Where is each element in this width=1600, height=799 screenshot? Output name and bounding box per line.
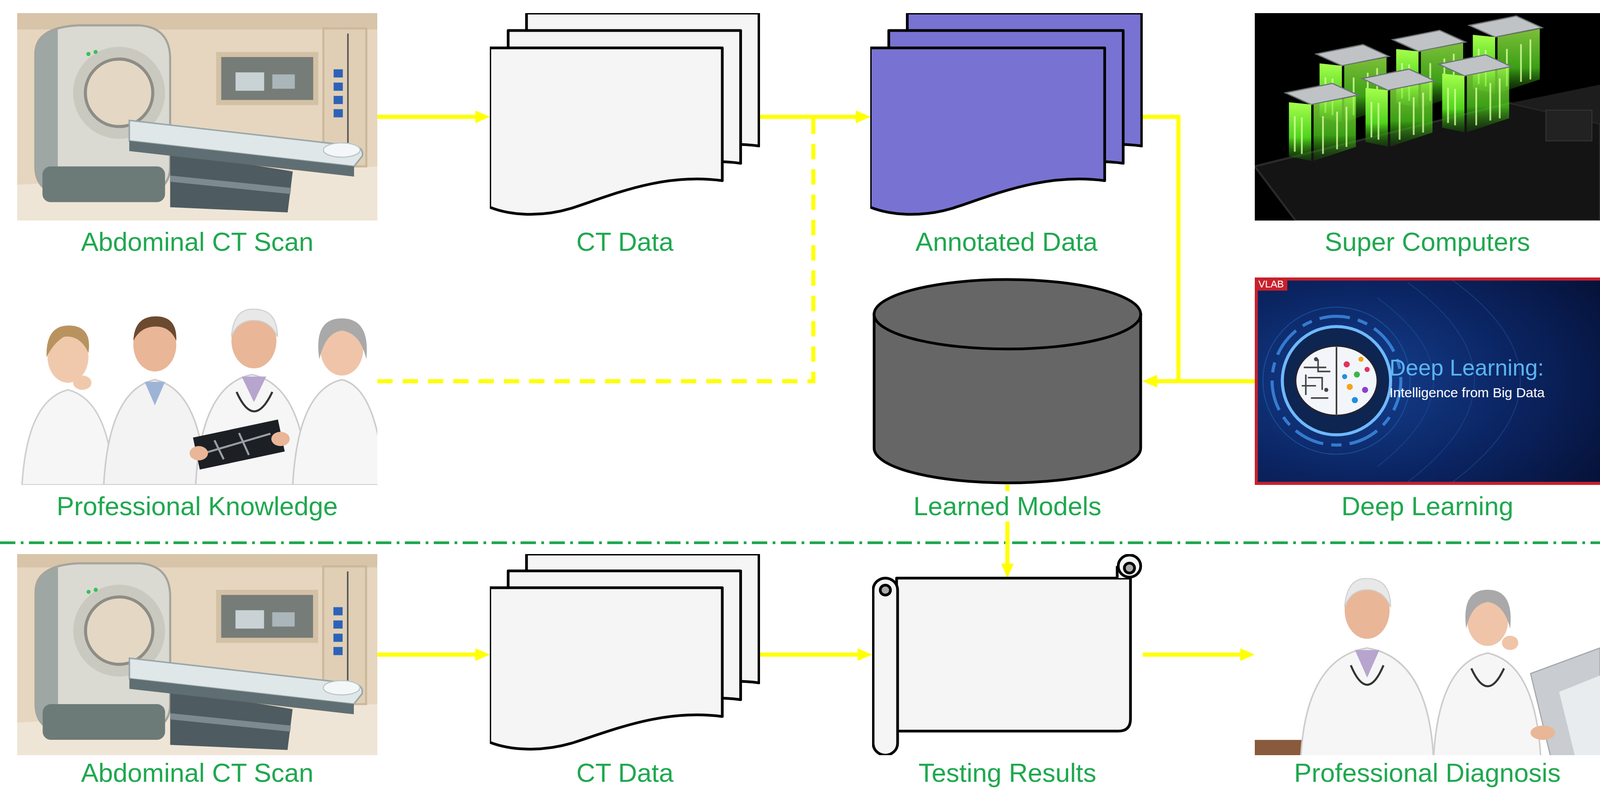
node-shape <box>870 13 1143 221</box>
doctors-photo-graphic <box>17 277 378 485</box>
ct-scanner-photo-graphic <box>17 553 378 756</box>
deep-learning-banner-artwork <box>1254 277 1600 485</box>
annotated-document-stack-artwork <box>870 13 1142 215</box>
deep-learning-banner: VLAB Deep Learning: Intelligence from Big … <box>1254 277 1600 522</box>
node-caption-row: Annotated Data <box>870 226 1143 258</box>
node-caption-row: Abdominal CT Scan <box>17 226 378 258</box>
supercomputer-photo-artwork <box>1254 13 1600 221</box>
ct-scanner-photo-artwork <box>16 13 378 221</box>
results-scroll-artwork <box>872 554 1141 756</box>
node-label: Learned Models <box>910 491 1106 522</box>
supercomputer-photo-graphic <box>1254 13 1600 221</box>
node-label: Abdominal CT Scan <box>77 226 318 258</box>
node-caption-row: Professional Knowledge <box>17 491 378 522</box>
database-cylinder: Learned Models <box>872 277 1143 522</box>
node-label: Professional Diagnosis <box>1290 757 1565 789</box>
node-shape <box>1254 13 1600 221</box>
ct-scanner-photo: Abdominal CT Scan <box>17 553 378 789</box>
node-shape <box>1254 553 1600 756</box>
node-caption-row: Abdominal CT Scan <box>17 757 378 789</box>
node-shape <box>489 553 761 756</box>
ct-scanner-photo: Abdominal CT Scan <box>17 13 378 258</box>
node-shape <box>17 553 378 756</box>
document-stack-graphic <box>489 553 761 756</box>
document-stack: CT Data <box>489 13 761 258</box>
node-caption-row: Professional Diagnosis <box>1254 757 1600 789</box>
node-label: Abdominal CT Scan <box>77 757 318 789</box>
flow-arrow <box>1142 652 1247 657</box>
node-shape <box>17 13 378 221</box>
node-label: CT Data <box>572 757 678 789</box>
node-shape: VLAB Deep Learning: Intelligence from Big … <box>1254 277 1600 485</box>
supercomputer-photo: Super Computers <box>1254 13 1600 258</box>
flow-arrow <box>377 114 482 119</box>
node-caption-row: CT Data <box>489 757 761 789</box>
database-cylinder-graphic <box>872 277 1143 485</box>
node-shape <box>17 277 378 485</box>
node-label: Testing Results <box>914 757 1100 789</box>
node-caption-row: Testing Results <box>872 757 1143 789</box>
doctors-photo: Professional Knowledge <box>17 277 378 522</box>
annotated-document-stack-graphic <box>870 13 1143 221</box>
node-label: Super Computers <box>1321 226 1535 258</box>
document-stack-artwork <box>489 553 760 750</box>
dash-dot-divider <box>0 541 1600 545</box>
image-text: VLAB <box>1254 277 1288 291</box>
node-shape <box>872 277 1143 485</box>
node-label: Deep Learning <box>1337 491 1518 522</box>
deep-learning-banner-graphic <box>1254 277 1600 485</box>
node-caption-row: Deep Learning <box>1254 491 1600 522</box>
document-stack-artwork <box>489 13 760 215</box>
document-stack: CT Data <box>489 553 761 789</box>
ct-scanner-photo-artwork <box>17 550 378 758</box>
node-caption-row: CT Data <box>489 226 761 258</box>
image-text: Intelligence from Big Data <box>1389 384 1545 401</box>
flow-arrow <box>377 652 482 657</box>
doctors-photo-artwork <box>16 277 385 485</box>
node-label: Annotated Data <box>911 226 1102 258</box>
node-label: CT Data <box>572 226 678 258</box>
flow-arrow <box>1150 379 1255 384</box>
ct-scanner-photo-graphic <box>17 13 378 221</box>
node-caption-row: Super Computers <box>1254 226 1600 258</box>
document-stack-graphic <box>489 13 761 221</box>
diagnosis-photo-artwork <box>1254 550 1600 759</box>
image-text: Deep Learning: <box>1389 355 1544 382</box>
node-shape <box>489 13 761 221</box>
annotated-document-stack: Annotated Data <box>870 13 1143 258</box>
results-scroll: Testing Results <box>872 553 1143 789</box>
diagnosis-photo-graphic <box>1254 553 1600 756</box>
flow-arrow <box>760 652 864 657</box>
results-scroll-graphic <box>872 553 1143 756</box>
database-cylinder-artwork <box>874 279 1141 484</box>
diagnosis-photo: Professional Diagnosis <box>1254 553 1600 789</box>
node-shape <box>872 553 1143 756</box>
node-label: Professional Knowledge <box>52 491 342 522</box>
flow-arrow <box>1142 117 1179 382</box>
node-caption-row: Learned Models <box>872 491 1143 522</box>
